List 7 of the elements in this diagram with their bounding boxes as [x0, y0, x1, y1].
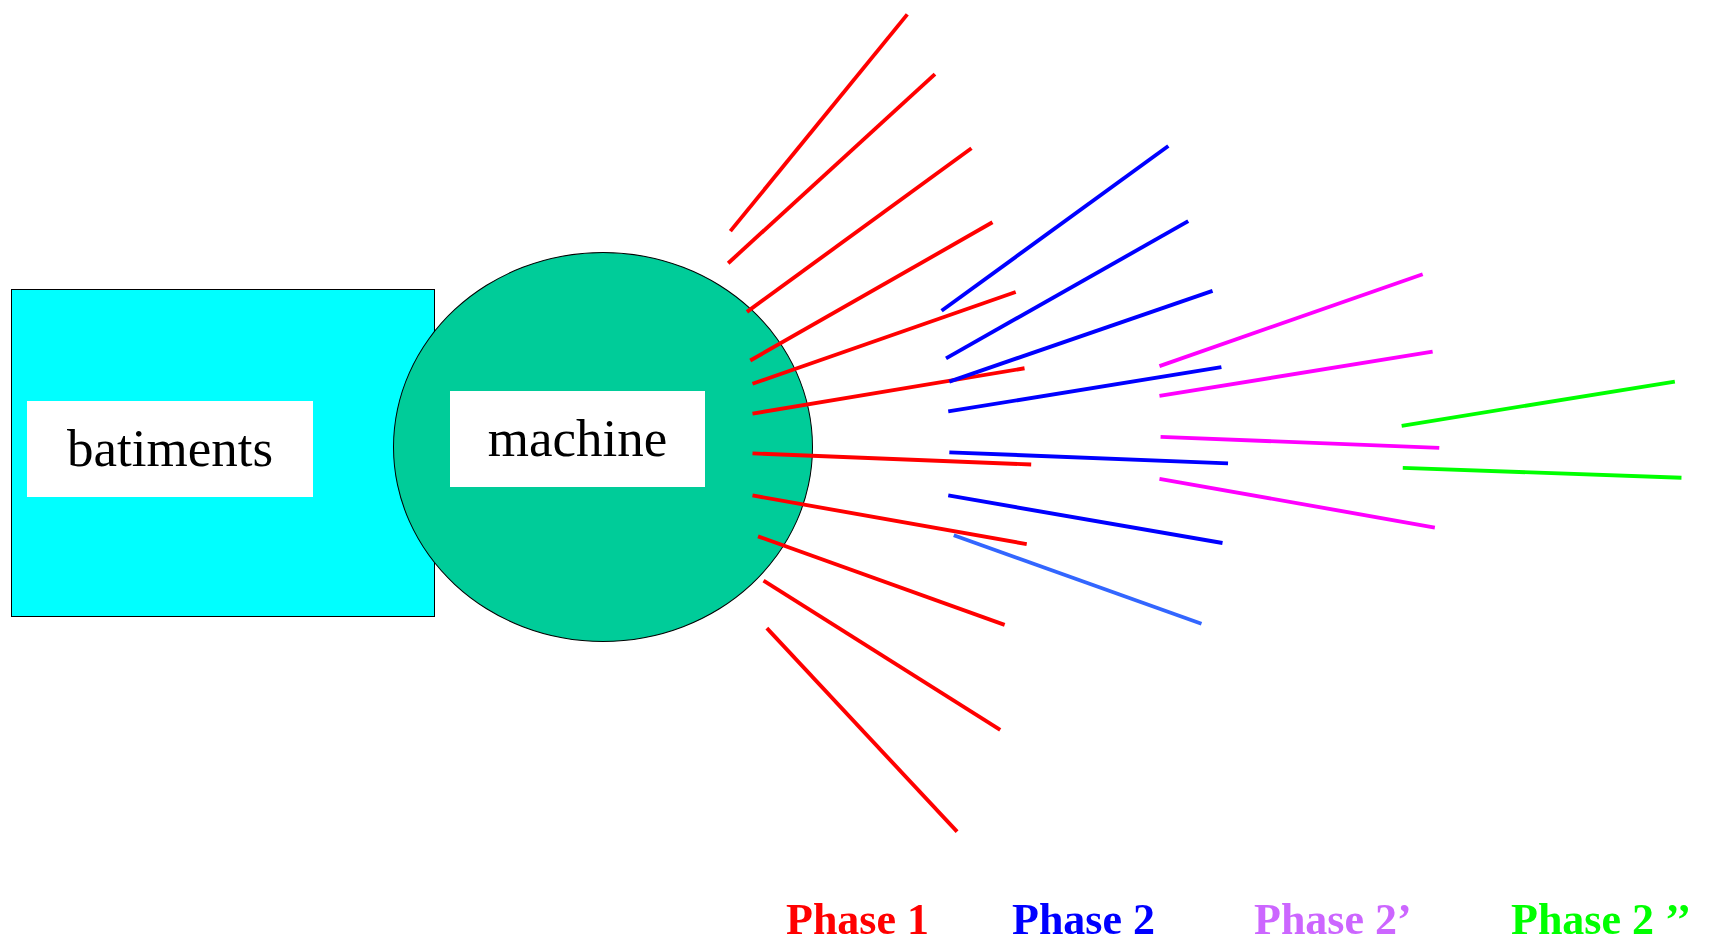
legend-entry: Phase 2’	[1254, 898, 1412, 942]
legend-entry: Phase 2 ’’	[1511, 898, 1692, 942]
node-label: batiments	[27, 401, 313, 497]
building-box	[11, 289, 435, 617]
node-label: machine	[450, 391, 705, 487]
legend-entry: Phase 1	[786, 898, 929, 942]
legend-entry: Phase 2	[1012, 898, 1155, 942]
